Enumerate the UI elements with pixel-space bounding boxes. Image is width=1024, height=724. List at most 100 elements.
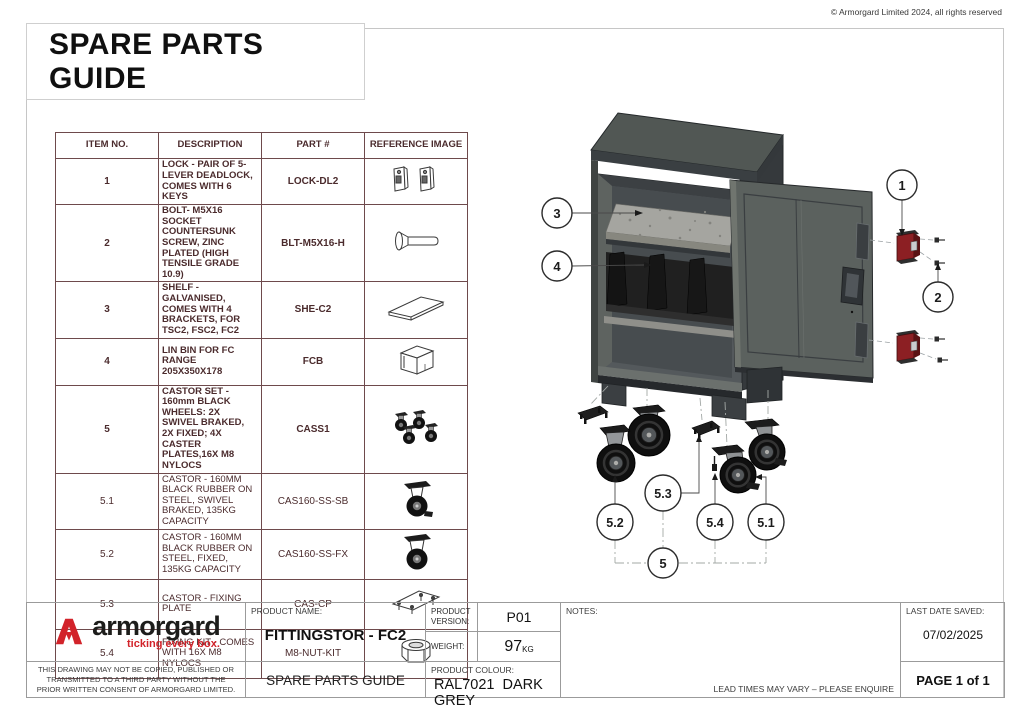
- castor-set-icon: [395, 409, 438, 444]
- fixing-plate-mid: [691, 420, 721, 439]
- callout-balloon-5-3: [644, 474, 682, 512]
- table-row: 5.1 CASTOR - 160MM BLACK RUBBER ON STEEL…: [55, 472, 468, 530]
- svg-text:1: 1: [898, 178, 905, 193]
- logo-tagline: ticking every box.: [126, 637, 220, 650]
- leader-arrows: [612, 210, 941, 482]
- lock-recess-top: [855, 222, 870, 261]
- notes-label: NOTES:: [566, 606, 598, 616]
- callout-balloon-5-1: [747, 503, 785, 541]
- svg-text:5.1: 5.1: [757, 516, 774, 530]
- lock-explode-lines: [868, 238, 937, 360]
- weight-unit: KG: [522, 644, 534, 654]
- lin-bin-icon: [399, 345, 435, 375]
- version-label: PRODUCT VERSION:: [431, 607, 471, 626]
- castor-swivel-right: [744, 418, 787, 471]
- callout-balloon-2: [922, 281, 954, 313]
- lock-bolts: [934, 237, 948, 363]
- table-row: 1 LOCK - PAIR OF 5-LEVER DEADLOCK, COMES…: [55, 158, 468, 205]
- exploded-view-drawing: 1 2 3 4 5.2 5.3 5.4 5.1 5: [541, 112, 954, 579]
- page-title: SPARE PARTS GUIDE: [49, 27, 264, 95]
- table-row: 5.2 CASTOR - 160MM BLACK RUBBER ON STEEL…: [55, 528, 468, 580]
- svg-text:4: 4: [553, 259, 561, 274]
- colour-code: RAL7021: [434, 677, 495, 693]
- colour-name: DARK GREY: [434, 677, 543, 709]
- callout-balloon-5: [647, 547, 679, 579]
- table-header-row: ITEM NO. DESCRIPTION PART # REFERENCE IM…: [55, 132, 468, 159]
- lead-times-note: LEAD TIMES MAY VARY – PLEASE ENQUIRE: [713, 684, 894, 694]
- spare-parts-table: ITEM NO. DESCRIPTION PART # REFERENCE IM…: [55, 132, 468, 679]
- disclaimer-cell: THIS DRAWING MAY NOT BE COPIED, PUBLISHE…: [27, 662, 246, 698]
- product-name-cell: PRODUCT NAME: FITTINGSTOR - FC2: [246, 603, 426, 662]
- logo-cell: armorgard ticking every box.: [27, 603, 246, 662]
- castor-fixed-front: [596, 424, 636, 483]
- svg-text:3: 3: [553, 206, 560, 221]
- colour-label: PRODUCT COLOUR:: [431, 665, 514, 675]
- notes-cell: NOTES: LEAD TIMES MAY VARY – PLEASE ENQU…: [561, 603, 901, 698]
- cabinet-door: [729, 179, 874, 383]
- product-name-label: PRODUCT NAME:: [251, 606, 323, 616]
- fixing-pin: [712, 456, 717, 471]
- copyright-text: © Armorgard Limited 2024, all rights res…: [830, 7, 1002, 17]
- table-row: 5 CASTOR SET - 160mm BLACK WHEELS: 2X SW…: [55, 384, 468, 474]
- version-label-cell: PRODUCT VERSION:: [426, 603, 478, 632]
- date-cell: LAST DATE SAVED: 07/02/2025: [901, 603, 1005, 662]
- cabinet-body: [597, 173, 743, 400]
- doc-type-text: SPARE PARTS GUIDE: [266, 672, 405, 688]
- weight-label-cell: WEIGHT:: [426, 632, 478, 662]
- col-header-part: PART #: [261, 132, 365, 159]
- swivel-castor-icon: [404, 480, 433, 517]
- doc-type-cell: SPARE PARTS GUIDE: [246, 662, 426, 698]
- colour-cell: PRODUCT COLOUR: RAL7021 DARK GREY: [426, 662, 561, 709]
- date-value: 07/02/2025: [922, 628, 984, 642]
- lock-1: [896, 230, 920, 264]
- callout-balloon-5-2: [596, 503, 634, 541]
- table-row: 5.4 FIXING KIT - COMES WITH 16X M8 NYLOC…: [55, 628, 468, 679]
- shelf: [605, 203, 741, 258]
- weight-label: WEIGHT:: [431, 642, 465, 651]
- weight-value: 97: [504, 637, 523, 655]
- version-value-cell: P01: [478, 603, 561, 632]
- svg-text:5: 5: [659, 556, 666, 571]
- svg-text:5.2: 5.2: [606, 516, 623, 530]
- table-row: 4 LIN BIN FOR FC RANGE 205X350X178 FCB: [55, 337, 468, 386]
- lock-pair-icon: [393, 166, 435, 192]
- table-row: 3 SHELF - GALVANISED, COMES WITH 4 BRACK…: [55, 281, 468, 339]
- date-label: LAST DATE SAVED:: [906, 606, 985, 616]
- table-row: 5.3 CASTOR - FIXING PLATE CAS-CP: [55, 578, 468, 630]
- callout-balloon-4: [541, 250, 573, 282]
- countersunk-bolt-icon: [395, 231, 439, 251]
- page-number: PAGE 1 of 1: [916, 672, 990, 688]
- svg-text:2: 2: [934, 290, 941, 305]
- disclaimer-text: THIS DRAWING MAY NOT BE COPIED, PUBLISHE…: [36, 665, 236, 694]
- castor-fixed-back: [627, 404, 671, 457]
- cabinet-left-edge: [591, 160, 598, 383]
- cabinet-lid: [590, 112, 784, 182]
- castor-swivel-mid: [711, 444, 760, 494]
- lock-recess-bottom: [854, 321, 869, 359]
- table-row: 2 BOLT- M5X16 SOCKET COUNTERSUNK SCREW, …: [55, 203, 468, 283]
- assembly-lines: [589, 385, 769, 447]
- callout-balloon-1: [886, 169, 918, 201]
- group-lines: [614, 511, 767, 564]
- product-name-value: FITTINGSTOR - FC2: [264, 627, 407, 644]
- callout-balloon-3: [541, 197, 573, 229]
- shelf-icon: [387, 296, 445, 322]
- page-cell: PAGE 1 of 1: [901, 662, 1005, 698]
- armorgard-logo-icon: [55, 618, 83, 645]
- leader-lines: [571, 200, 939, 504]
- title-box: SPARE PARTS GUIDE: [26, 23, 365, 100]
- version-value: P01: [506, 609, 532, 625]
- fixing-plate-left: [577, 405, 609, 424]
- title-block: armorgard ticking every box. THIS DRAWIN…: [26, 602, 1005, 709]
- logo-wordmark: armorgard: [92, 611, 221, 642]
- col-header-description: DESCRIPTION: [158, 132, 262, 159]
- nyloc-nut-icon: [401, 639, 431, 663]
- callout-balloon-5-4: [696, 503, 734, 541]
- svg-text:5.3: 5.3: [654, 487, 671, 501]
- col-header-item: ITEM NO.: [55, 132, 159, 159]
- svg-text:5.4: 5.4: [706, 516, 723, 530]
- fixed-castor-icon: [404, 533, 431, 570]
- lock-2: [896, 330, 920, 364]
